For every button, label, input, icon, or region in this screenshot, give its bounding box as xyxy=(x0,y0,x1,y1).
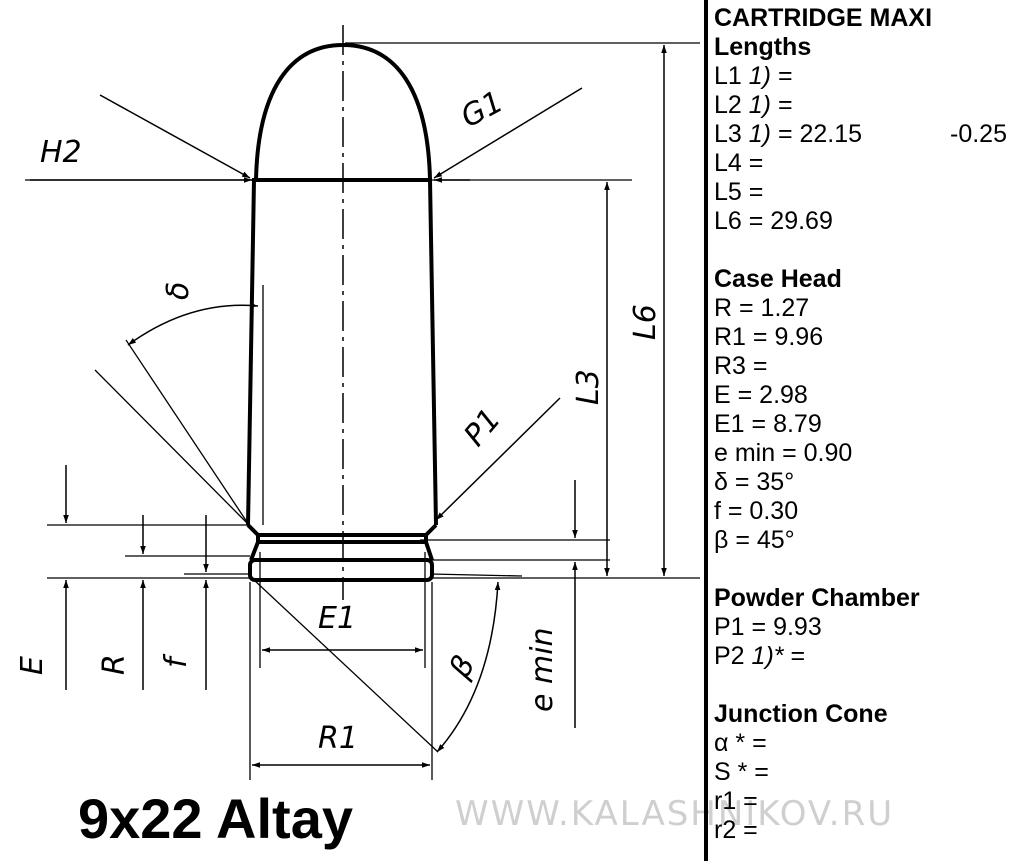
cartridge-case xyxy=(246,178,438,582)
junction-cone-title: Junction Cone xyxy=(714,700,888,728)
spec-f: f = 0.30 xyxy=(714,497,799,525)
spec-l3: L3 1) = 22.15-0.25 xyxy=(714,120,1007,148)
label-e1: E1 xyxy=(318,601,356,636)
label-delta: δ xyxy=(161,282,196,300)
spec-r1-partial: r1 = xyxy=(714,787,758,815)
watermark: WWW.KALASHNIKOV.RU xyxy=(455,794,894,834)
spec-panel: CARTRIDGE MAXI Lengths L1 1) = L2 1) = L… xyxy=(704,0,1024,861)
case-head-title: Case Head xyxy=(714,265,842,293)
label-r1: R1 xyxy=(318,721,358,756)
label-g1: G1 xyxy=(455,84,509,135)
spec-l2: L2 1) = xyxy=(714,91,793,119)
spec-p1: P1 = 9.93 xyxy=(714,613,822,641)
label-l6: L6 xyxy=(628,304,663,340)
spec-p2: P2 1)* = xyxy=(714,642,806,670)
label-h2: H2 xyxy=(40,135,82,170)
spec-l4: L4 = xyxy=(714,149,764,177)
label-e-min: e min xyxy=(525,627,560,712)
spec-r3: R3 = xyxy=(714,352,768,380)
spec-r2: r2 = xyxy=(714,816,758,844)
spec-alpha: α * = xyxy=(714,729,767,757)
spec-beta: β = 45° xyxy=(714,526,795,554)
spec-l1: L1 1) = xyxy=(714,62,793,90)
powder-chamber-title: Powder Chamber xyxy=(714,584,920,612)
bullet-ogive xyxy=(254,42,432,181)
spec-l6: L6 = 29.69 xyxy=(714,207,833,235)
label-f: f xyxy=(159,653,194,668)
spec-e-min: e min = 0.90 xyxy=(714,439,853,467)
spec-l3-tolerance: -0.25 xyxy=(950,120,1007,148)
cartridge-title: 9x22 Altay xyxy=(78,787,353,850)
spec-e1: E1 = 8.79 xyxy=(714,410,822,438)
spec-l5: L5 = xyxy=(714,178,764,206)
spec-r1: R1 = 9.96 xyxy=(714,323,824,351)
label-p1: P1 xyxy=(457,402,508,453)
spec-delta: δ = 35° xyxy=(714,468,795,496)
label-e: E xyxy=(15,656,50,675)
label-l3: L3 xyxy=(571,369,606,405)
lengths-title: Lengths xyxy=(714,33,812,61)
label-r: R xyxy=(97,654,132,675)
spec-r: R = 1.27 xyxy=(714,294,810,322)
spec-e: E = 2.98 xyxy=(714,381,808,409)
spec-s: S * = xyxy=(714,758,769,786)
dimension-lines xyxy=(30,45,667,768)
spec-header: CARTRIDGE MAXI xyxy=(714,4,933,32)
label-beta: β xyxy=(442,650,482,685)
